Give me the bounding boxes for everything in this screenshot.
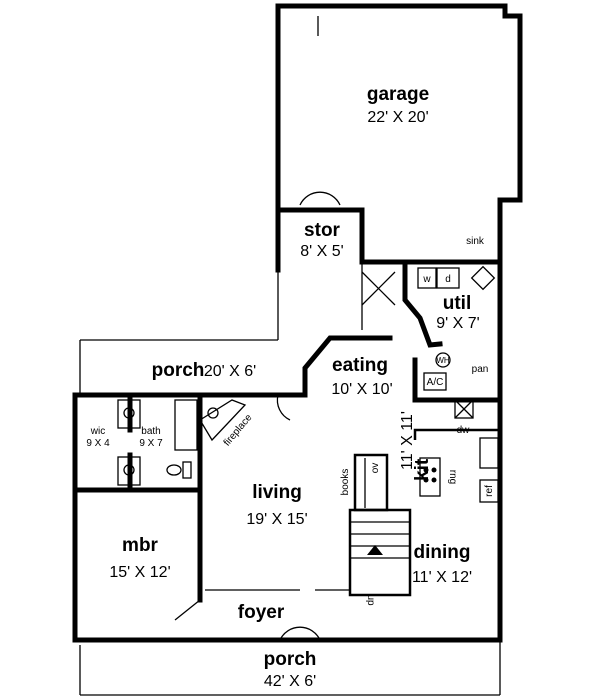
sink-label: sink [466, 236, 485, 247]
eating-dims: 10' X 10' [331, 381, 392, 398]
stairs-label: up [365, 594, 376, 606]
dining-dims: 11' X 12' [412, 569, 472, 586]
bath-dims: 9 X 7 [139, 438, 163, 449]
util-dims: 9' X 7' [436, 315, 479, 332]
stairs-arrow-icon [367, 545, 383, 555]
eating-label: eating [332, 355, 388, 376]
stor-door-swing [299, 16, 341, 206]
fireplace-label: fireplace [222, 412, 255, 448]
side-porch-label: porch [152, 360, 205, 381]
oven-label: ov [370, 463, 381, 474]
walls [72, 3, 523, 643]
front-porch-label: porch [264, 649, 317, 670]
garage-label: garage [367, 84, 429, 105]
ac-label: A/C [427, 377, 444, 388]
range-label: rng [447, 470, 458, 484]
living-dims: 19' X 15' [246, 511, 307, 528]
stor-label: stor [304, 220, 341, 241]
mbr-dims: 15' X 12' [109, 564, 170, 581]
thin-lines [79, 16, 501, 696]
kit-dims: 11' X 11' [399, 411, 416, 470]
front-porch-dims: 42' X 6' [264, 673, 316, 690]
dryer-label: d [445, 274, 451, 285]
pantry-label: pan [472, 364, 489, 375]
dishwasher-label: dw [457, 425, 471, 436]
washer-label: w [422, 274, 431, 285]
dining-label: dining [414, 542, 471, 563]
front-door-swing [279, 626, 321, 641]
kit-label: kit [412, 458, 433, 481]
mbr-label: mbr [122, 535, 159, 556]
door-swing [276, 394, 291, 421]
stor-dims: 8' X 5' [300, 243, 343, 260]
water-heater-label: WH [436, 356, 450, 365]
wic-dims: 9 X 4 [86, 438, 110, 449]
books-label: books [340, 469, 351, 496]
side-porch-dims: 20' X 6' [204, 363, 256, 380]
util-label: util [443, 293, 472, 314]
living-label: living [252, 482, 302, 503]
foyer-label: foyer [238, 602, 285, 623]
garage-dims: 22' X 20' [367, 109, 428, 126]
refrigerator-label: ref [484, 485, 495, 497]
bath-label: bath [141, 426, 160, 437]
wic-label: wic [90, 426, 105, 437]
